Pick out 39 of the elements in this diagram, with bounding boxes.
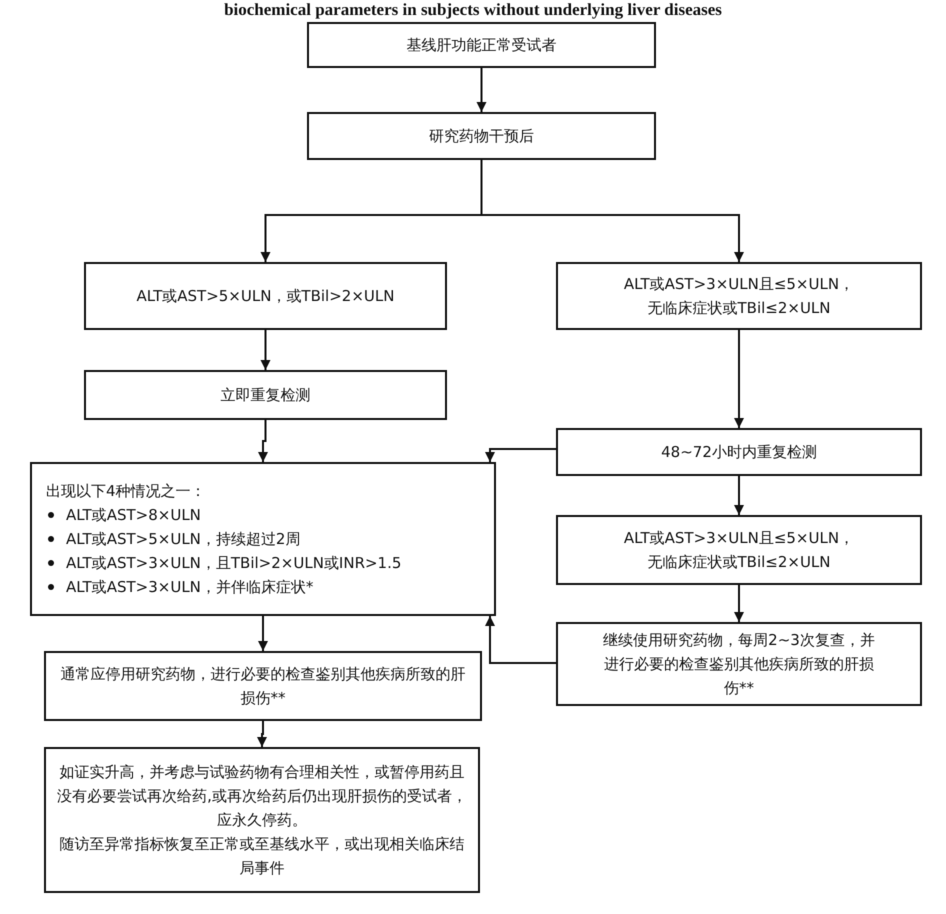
arrow	[734, 476, 744, 515]
list-item: ALT或AST>5×ULN，持续超过2周	[66, 529, 300, 550]
process-box	[84, 262, 447, 330]
title: biochemical parameters in subjects without underlying liver diseases	[223, 0, 723, 20]
box-heading: 出现以下4种情况之一：	[46, 481, 206, 502]
process-box	[307, 112, 656, 160]
arrow	[485, 616, 556, 664]
box-text: 如证实升高，并考虑与试验药物有合理相关性，或暂停用药且没有必要尝试再次给药,或再次给药后仍出现肝损伤的受试者，应永久停药。	[56, 762, 468, 831]
box-text: ALT或AST>3×ULN且≤5×ULN，无临床症状或TBil≤2×ULN	[622, 274, 856, 319]
arrow	[258, 420, 268, 462]
arrow	[260, 330, 270, 370]
box-text: ALT或AST>5×ULN，或TBil>2×ULN	[136, 286, 394, 307]
arrow	[734, 585, 744, 622]
arrow	[480, 160, 744, 262]
process-box	[44, 747, 480, 893]
box-text: 48~72小时内重复检测	[661, 442, 817, 463]
arrow	[476, 68, 486, 112]
process-box	[556, 262, 922, 330]
box-text: ALT或AST>3×ULN且≤5×ULN，无临床症状或TBil≤2×ULN	[622, 528, 856, 573]
arrow	[258, 616, 268, 651]
arrow	[485, 448, 556, 462]
box-text: 继续使用研究药物，每周2~3次复查，并进行必要的检查鉴别其他疾病所致的肝损伤**	[602, 630, 876, 699]
list-item: ALT或AST>8×ULN	[66, 505, 201, 526]
process-box	[556, 428, 922, 476]
box-text: 基线肝功能正常受试者	[406, 35, 556, 56]
list-item: ALT或AST>3×ULN，并伴临床症状*	[66, 577, 314, 598]
box-text: 研究药物干预后	[429, 126, 534, 147]
list-item: ALT或AST>3×ULN，且TBil>2×ULN或INR>1.5	[66, 553, 402, 574]
process-box	[84, 370, 447, 420]
process-box	[307, 22, 656, 68]
process-box	[44, 651, 482, 721]
process-box	[556, 515, 922, 585]
box-text: 通常应停用研究药物，进行必要的检查鉴别其他疾病所致的肝损伤**	[60, 664, 466, 709]
arrow	[257, 721, 267, 747]
box-text: 随访至异常指标恢复至正常或至基线水平，或出现相关临床结局事件	[58, 834, 466, 879]
arrow	[734, 330, 744, 428]
criteria-box	[30, 462, 496, 616]
box-text: 立即重复检测	[220, 385, 310, 406]
process-box	[556, 622, 922, 706]
